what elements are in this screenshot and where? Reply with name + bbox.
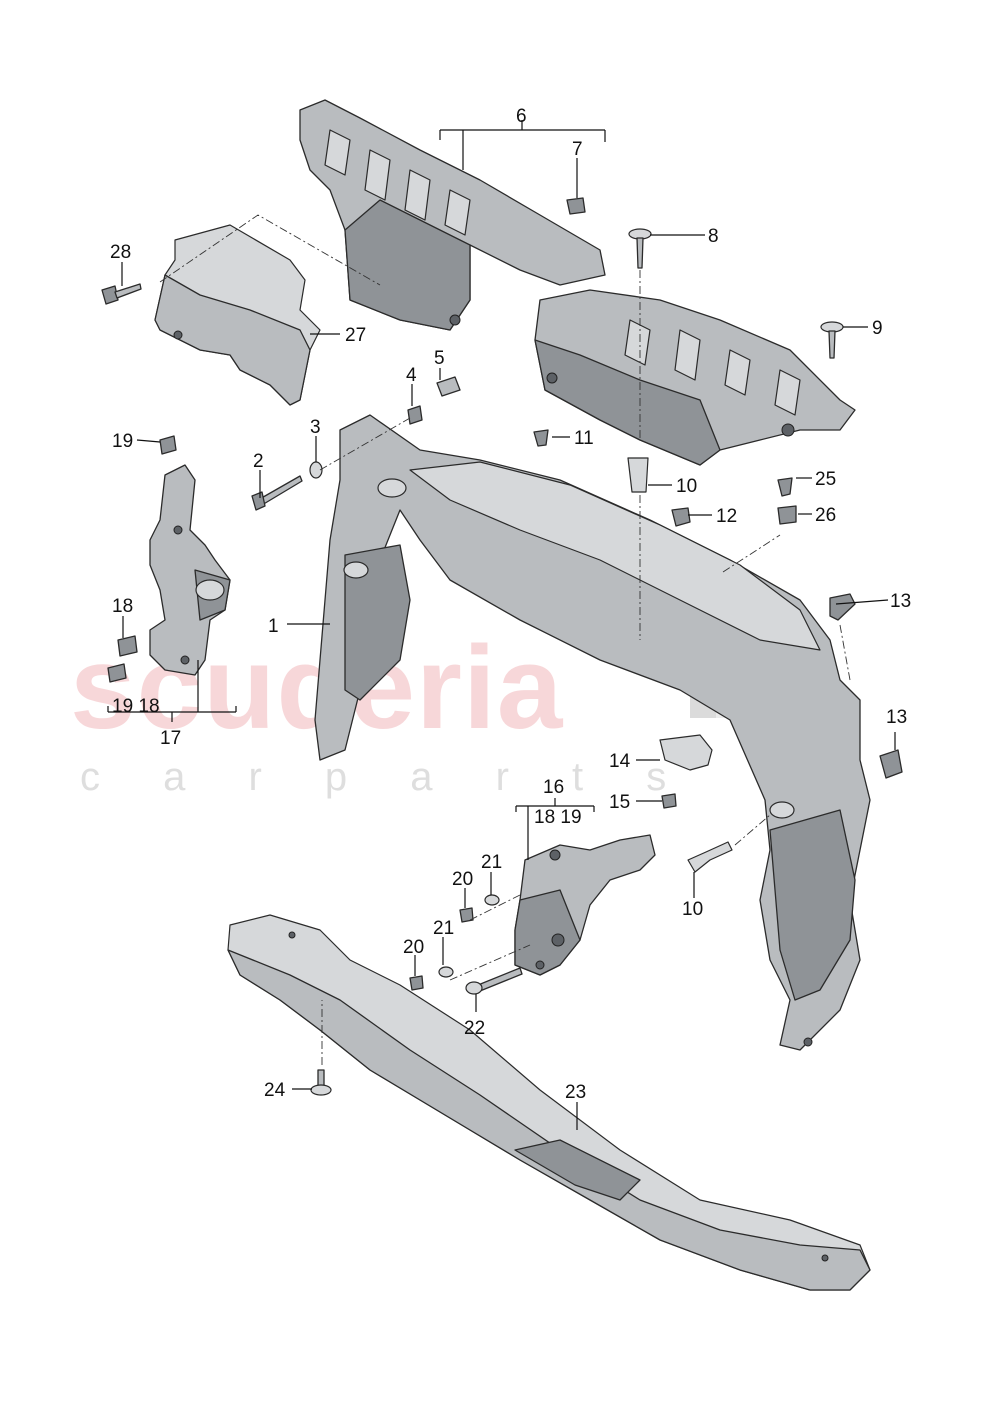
callout-18: 18 <box>112 596 133 617</box>
callout-17-subparts: 19 18 <box>112 696 160 717</box>
callout-20-upper: 20 <box>452 869 473 890</box>
callout-9: 9 <box>872 318 883 339</box>
callout-13-upper: 13 <box>890 591 911 612</box>
callout-20-lower: 20 <box>403 937 424 958</box>
callout-14: 14 <box>609 751 631 772</box>
callout-23: 23 <box>565 1082 586 1103</box>
callout-3: 3 <box>310 417 321 438</box>
callout-10-upper: 10 <box>676 476 697 497</box>
callout-25: 25 <box>815 469 836 490</box>
callout-27: 27 <box>345 325 366 346</box>
callout-5: 5 <box>434 348 445 369</box>
watermark-tagline: c a r p a r t s <box>80 755 692 799</box>
callout-22: 22 <box>464 1018 485 1039</box>
callout-4: 4 <box>406 365 417 386</box>
part-upper-bracket <box>299 99 856 466</box>
part-right-bracket <box>514 834 656 976</box>
callout-15: 15 <box>609 792 630 813</box>
callout-6: 6 <box>516 106 527 127</box>
callouts: 1 2 3 4 5 6 7 8 9 10 10 11 12 13 13 14 1… <box>110 106 911 1103</box>
callout-26: 26 <box>815 505 836 526</box>
bracket-ribs <box>324 129 801 416</box>
part-left-bracket <box>149 464 231 676</box>
leader-lines <box>107 120 896 1130</box>
callout-12: 12 <box>716 506 737 527</box>
part-cover-plate <box>154 224 321 406</box>
callout-2: 2 <box>253 451 264 472</box>
callout-10-lower: 10 <box>682 899 703 920</box>
assembly-lines <box>159 214 851 1065</box>
callout-21-lower: 21 <box>433 918 454 939</box>
callout-7: 7 <box>572 139 583 160</box>
callout-24: 24 <box>264 1080 286 1101</box>
callout-21-upper: 21 <box>481 852 502 873</box>
callout-16: 16 <box>543 777 564 798</box>
callout-11: 11 <box>574 428 594 449</box>
callout-1: 1 <box>268 616 279 637</box>
callout-19: 19 <box>112 431 133 452</box>
part-lower-crossmember <box>227 914 871 1291</box>
callout-16-subparts: 18 19 <box>534 807 582 828</box>
callout-17: 17 <box>160 728 181 749</box>
callout-28: 28 <box>110 242 131 263</box>
part-lock-carrier <box>314 414 871 1051</box>
callout-13-lower: 13 <box>886 707 907 728</box>
callout-8: 8 <box>708 226 719 247</box>
fasteners <box>101 197 903 1096</box>
